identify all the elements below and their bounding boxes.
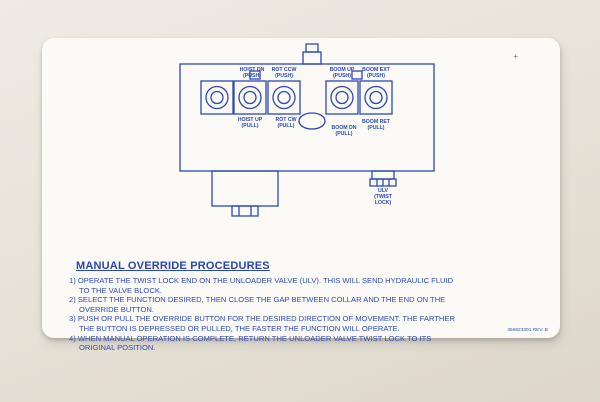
button-rot-left-ring [238,85,262,110]
housing-rot-left [233,80,267,115]
label-rot-cw: ROT CW (PULL) [275,117,297,129]
port-top-right [351,70,363,80]
housing-boom-up [325,80,359,115]
button-boom-ext [369,90,383,105]
housing-rot [267,80,301,115]
step-3-line-2: THE BUTTON IS DEPRESSED OR PULLED, THE F… [79,323,400,333]
ulv-stem [371,170,395,180]
button-rot-ring [272,85,296,110]
bottom-cylinder-stem [231,205,259,217]
label-boom-ret: BOOM RET (PULL) [362,119,390,131]
center-port [298,112,326,130]
step-3-line-1: 3) PUSH OR PULL THE OVERRIDE BUTTON FOR … [69,314,455,324]
port-top-left [249,70,261,80]
procedure-step-4: 4) WHEN MANUAL OPERATION IS COMPLETE, RE… [69,334,539,353]
housing-boom-ext [359,80,393,115]
button-boom-up-ring [330,85,354,110]
button-rot-left [243,90,257,105]
step-1-line-2: TO THE VALVE BLOCK. [79,285,162,295]
valve-block-diagram [179,43,435,217]
label-rot-ccw: ROT CCW (PUSH) [271,67,297,79]
procedure-step-1: 1) OPERATE THE TWIST LOCK END ON THE UNL… [69,276,539,295]
procedure-steps: 1) OPERATE THE TWIST LOCK END ON THE UNL… [69,276,539,353]
valve-block [179,63,435,172]
label-boom-ext: BOOM EXT (PUSH) [362,67,390,79]
bottom-cylinder [211,170,279,207]
step-2-line-1: 2) SELECT THE FUNCTION DESIRED, THEN CLO… [69,295,446,305]
label-boom-up: BOOM UP (PUSH) [329,67,355,79]
instruction-placard: HOIST DN (PUSH) ROT CCW (PUSH) BOOM UP (… [42,38,560,352]
step-2-line-2: OVERRIDE BUTTON. [79,304,154,314]
label-boom-dn: BOOM DN (PULL) [331,125,357,137]
button-boom-ext-ring [364,85,388,110]
button-hoist [210,90,224,105]
top-fitting [305,43,319,53]
step-4-line-2: ORIGINAL POSITION. [79,343,156,353]
part-number: 366823301 REV. B [507,328,548,333]
corner-mark: + [513,52,518,61]
label-hoist-up: HOIST UP (PULL) [237,117,263,129]
housing-hoist [200,80,234,115]
button-hoist-ring [205,85,229,110]
label-ulv-twist-lock: ULV (TWIST LOCK) [374,188,392,206]
procedures-title: MANUAL OVERRIDE PROCEDURES [76,260,270,272]
step-4-line-1: 4) WHEN MANUAL OPERATION IS COMPLETE, RE… [69,333,432,343]
button-rot [277,90,291,105]
label-hoist-dn: HOIST DN (PUSH) [239,67,265,79]
button-boom-up [335,90,349,105]
procedure-step-3: 3) PUSH OR PULL THE OVERRIDE BUTTON FOR … [69,314,539,333]
procedure-step-2: 2) SELECT THE FUNCTION DESIRED, THEN CLO… [69,295,539,314]
top-fitting-nut [302,51,322,65]
step-1-line-1: 1) OPERATE THE TWIST LOCK END ON THE UNL… [69,276,454,285]
